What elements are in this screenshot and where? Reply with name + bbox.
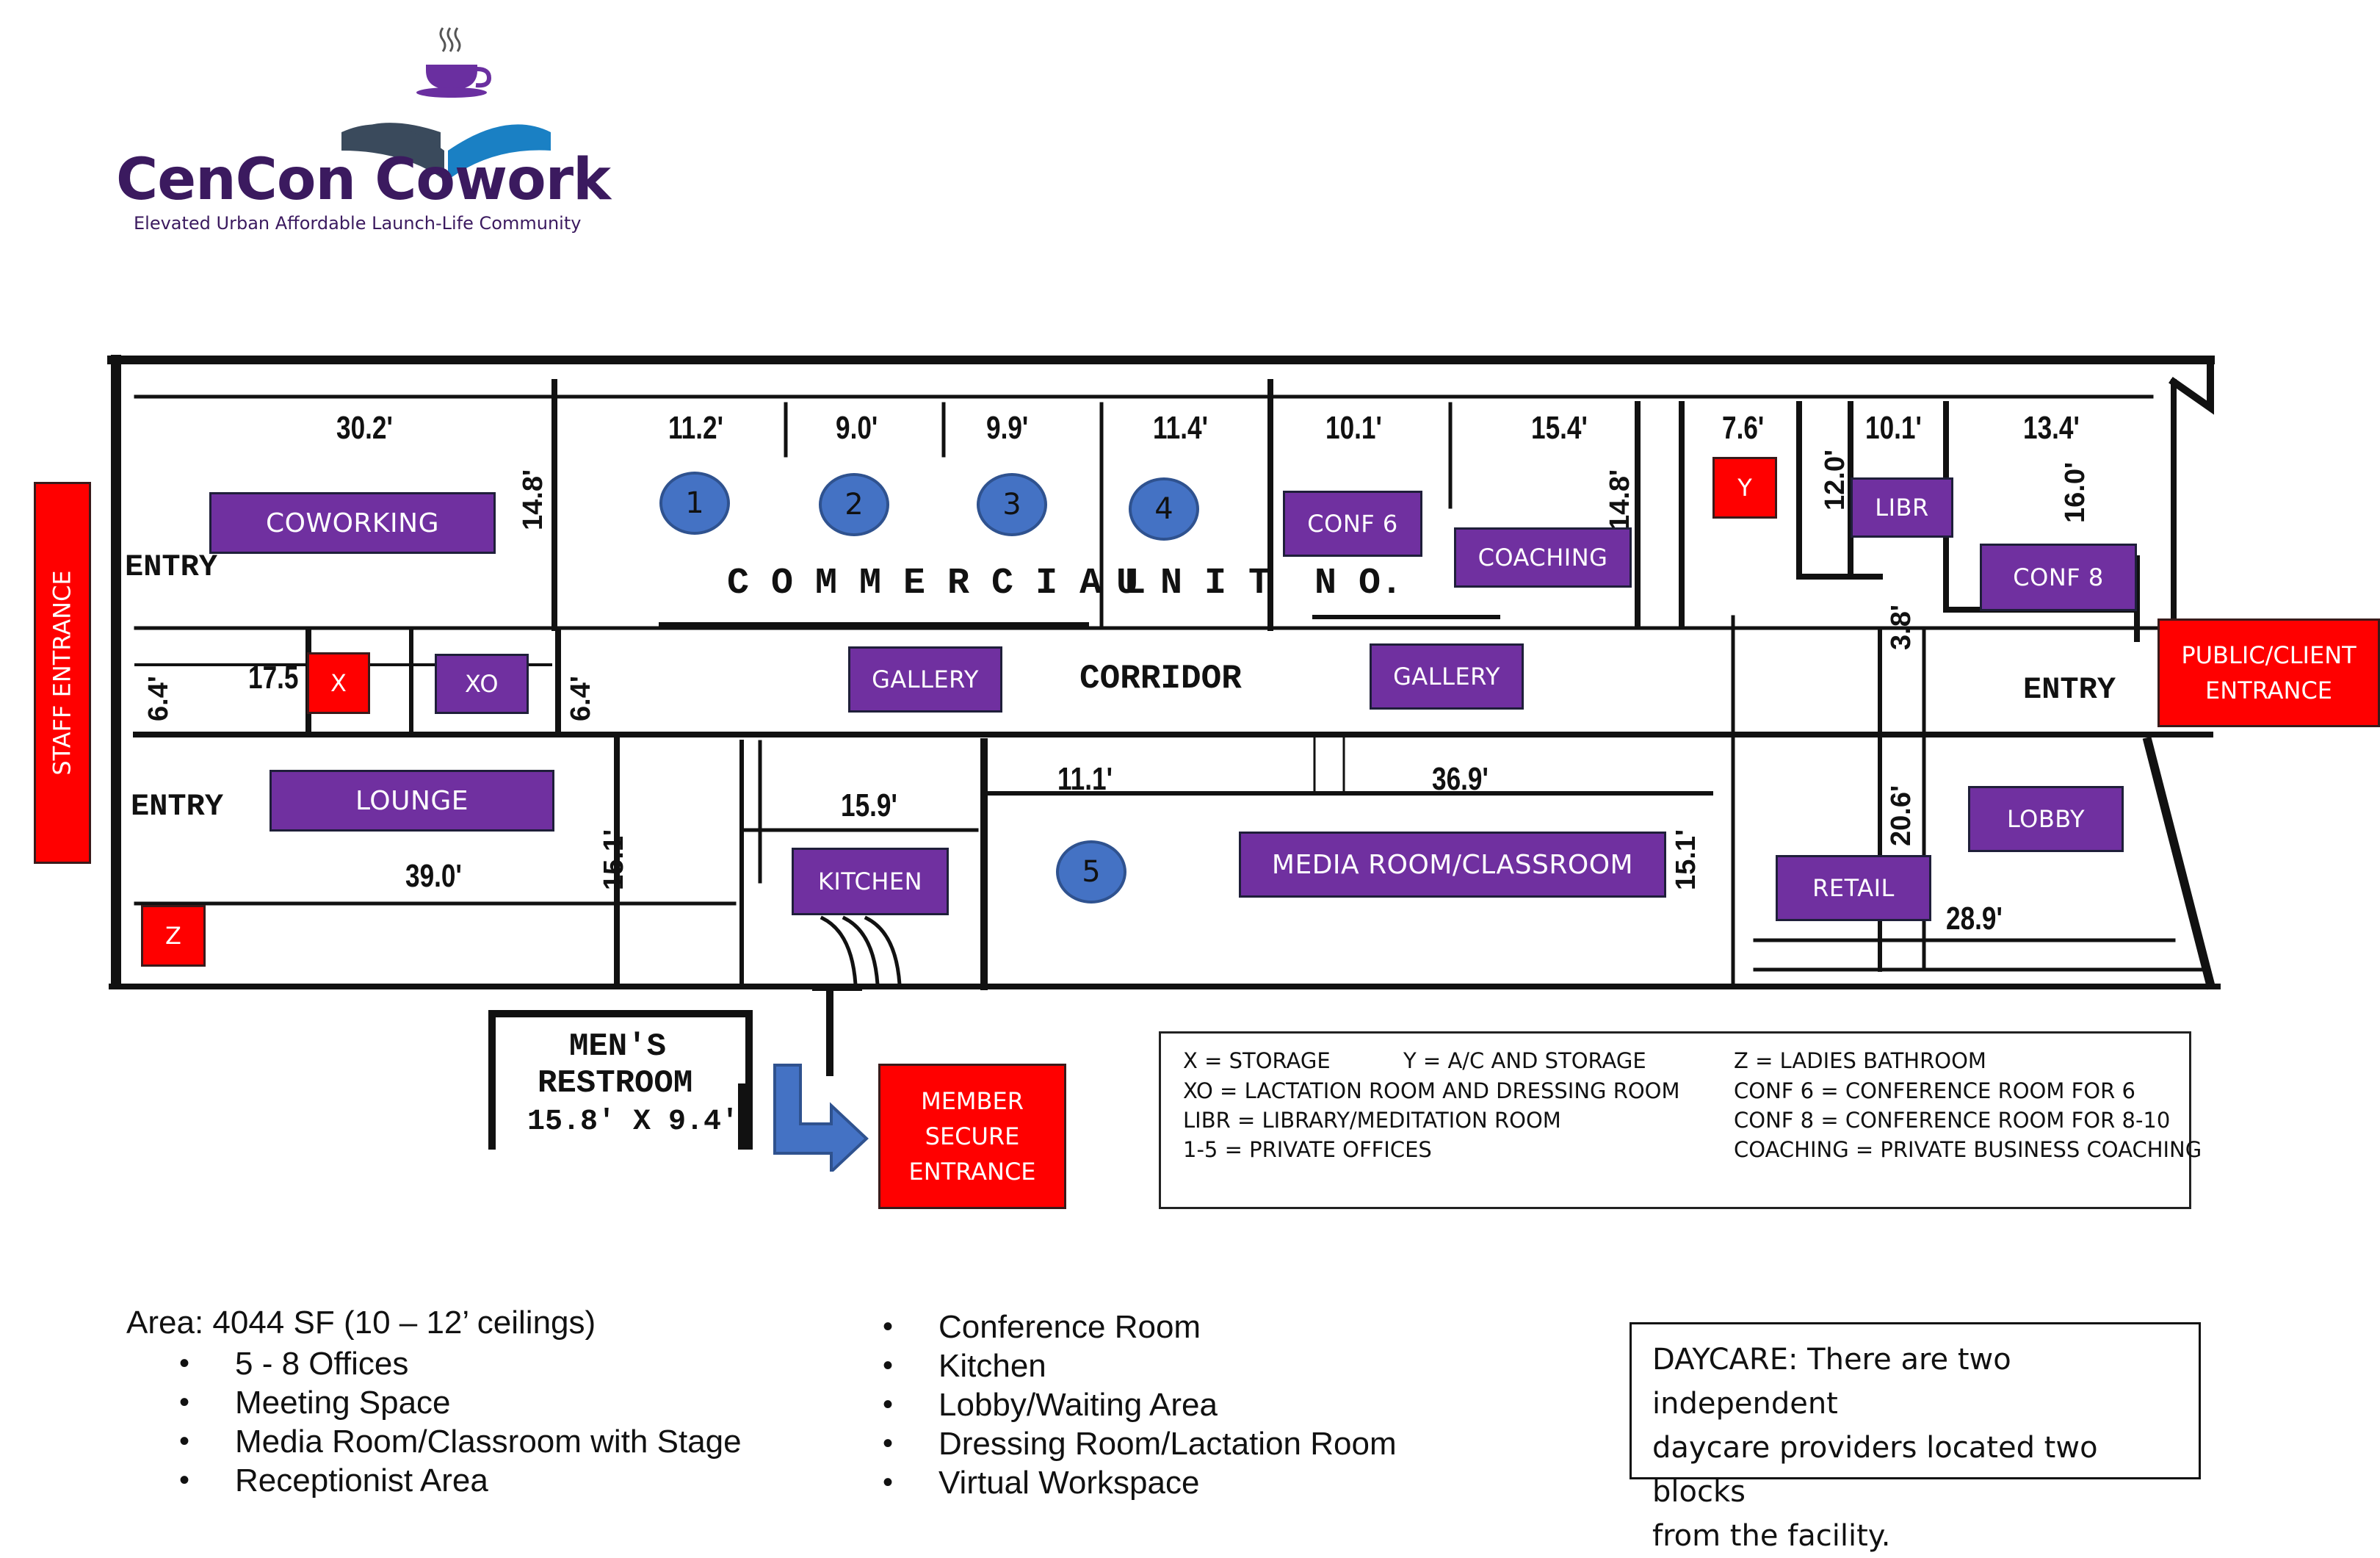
room-libr: LIBR xyxy=(1851,477,1953,538)
legend-x: X = STORAGE xyxy=(1183,1048,1331,1073)
dim-label: 14.8' xyxy=(1605,469,1635,530)
dim-label: 15.4' xyxy=(1531,410,1588,446)
public-client-entrance: PUBLIC/CLIENT ENTRANCE xyxy=(2157,618,2380,727)
office-5: 5 xyxy=(1056,840,1126,904)
dim-label: 14.8' xyxy=(518,469,549,530)
logo-name: CenCon Cowork xyxy=(116,147,611,213)
room-coaching: COACHING xyxy=(1454,527,1632,588)
logo: CenCon Cowork Elevated Urban Affordable … xyxy=(110,22,611,242)
commercial-label: C O M M E R C I A L xyxy=(727,563,1146,605)
list-item: Receptionist Area xyxy=(126,1461,742,1500)
office-1: 1 xyxy=(659,472,730,535)
member-secure-entrance: MEMBER SECURE ENTRANCE xyxy=(878,1064,1066,1209)
dim-label: 39.0' xyxy=(405,858,462,894)
legend-z: Z = LADIES BATHROOM xyxy=(1734,1048,1986,1073)
feature-list-right: Conference Room Kitchen Lobby/Waiting Ar… xyxy=(830,1308,1397,1502)
office-3: 3 xyxy=(977,473,1047,536)
floor-plan xyxy=(107,355,2221,1150)
corridor-label: CORRIDOR xyxy=(1079,660,1242,698)
entry-label: ENTRY xyxy=(131,789,224,824)
dim-label: 15.9' xyxy=(841,787,897,823)
dim-label: 20.6' xyxy=(1886,785,1917,846)
restroom-dim-label: 15.8' X 9.4' xyxy=(527,1106,739,1139)
dim-label: 16.0' xyxy=(2060,462,2091,523)
office-2: 2 xyxy=(819,473,889,536)
room-media-classroom: MEDIA ROOM/CLASSROOM xyxy=(1239,832,1666,898)
legend-y: Y = A/C AND STORAGE xyxy=(1403,1048,1646,1073)
legend-conf8: CONF 8 = CONFERENCE ROOM FOR 8-10 xyxy=(1734,1108,2171,1133)
daycare-line: daycare providers located two blocks xyxy=(1652,1431,2098,1509)
member-entrance-line: MEMBER xyxy=(921,1087,1024,1115)
dim-label: 11.4' xyxy=(1153,410,1208,446)
staff-entrance: STAFF ENTRANCE xyxy=(34,482,91,864)
list-item: Lobby/Waiting Area xyxy=(830,1385,1397,1424)
dim-label: 15.1' xyxy=(598,829,629,890)
list-item: Media Room/Classroom with Stage xyxy=(126,1422,742,1461)
logo-wings-icon xyxy=(341,27,551,180)
logo-tagline: Elevated Urban Affordable Launch-Life Co… xyxy=(134,213,582,234)
legend-coaching: COACHING = PRIVATE BUSINESS COACHING xyxy=(1734,1137,2202,1162)
arrow-right-icon xyxy=(773,1064,869,1172)
dim-label: 6.4' xyxy=(143,676,174,721)
room-conf6: CONF 6 xyxy=(1283,491,1422,557)
entry-label: ENTRY xyxy=(125,549,218,585)
public-entrance-line: ENTRANCE xyxy=(2204,677,2333,704)
unit-label: U N I T xyxy=(1116,563,1271,605)
dim-label: 12.0' xyxy=(1820,450,1851,511)
list-item: Dressing Room/Lactation Room xyxy=(830,1424,1397,1463)
dim-label: 30.2' xyxy=(336,410,393,446)
list-item: Meeting Space xyxy=(126,1383,742,1422)
legend-xo: XO = LACTATION ROOM AND DRESSING ROOM xyxy=(1183,1078,1680,1103)
legend-offices: 1-5 = PRIVATE OFFICES xyxy=(1183,1137,1432,1162)
public-entrance-line: PUBLIC/CLIENT xyxy=(2181,641,2357,669)
legend-conf6: CONF 6 = CONFERENCE ROOM FOR 6 xyxy=(1734,1078,2135,1103)
dim-label: 9.0' xyxy=(836,410,878,446)
dim-label: 28.9' xyxy=(1946,901,2003,937)
dim-label: 15.1' xyxy=(1671,829,1701,890)
room-lobby: LOBBY xyxy=(1968,786,2124,852)
list-item: Kitchen xyxy=(830,1346,1397,1385)
dim-label: 10.1' xyxy=(1325,410,1382,446)
utility-storage-x: X xyxy=(307,652,370,714)
dim-label: 13.4' xyxy=(2023,410,2080,446)
area-summary: Area: 4044 SF (10 – 12’ ceilings) xyxy=(126,1305,596,1341)
number-label: N O. xyxy=(1314,563,1403,605)
room-kitchen: KITCHEN xyxy=(792,848,949,915)
legend: X = STORAGE Y = A/C AND STORAGE Z = LADI… xyxy=(1159,1031,2202,1209)
member-entrance-line: ENTRANCE xyxy=(908,1158,1036,1186)
list-item: 5 - 8 Offices xyxy=(126,1344,742,1383)
restroom-label: MEN'S xyxy=(569,1028,667,1065)
room-retail: RETAIL xyxy=(1776,855,1931,921)
room-coworking: COWORKING xyxy=(209,492,496,554)
staff-entrance-label: STAFF ENTRANCE xyxy=(48,570,76,776)
restroom-label: RESTROOM xyxy=(538,1065,693,1102)
dim-label: 17.5 xyxy=(248,660,299,696)
room-gallery-left: GALLERY xyxy=(848,646,1002,713)
dim-label: 3.8' xyxy=(1886,605,1917,650)
utility-ladies-bathroom-z: Z xyxy=(141,905,206,967)
utility-ac-storage-y: Y xyxy=(1712,457,1777,519)
list-item: Virtual Workspace xyxy=(830,1463,1397,1502)
feature-list-left: 5 - 8 Offices Meeting Space Media Room/C… xyxy=(126,1344,742,1500)
daycare-line: DAYCARE: There are two independent xyxy=(1652,1343,2011,1421)
daycare-note: DAYCARE: There are two independent dayca… xyxy=(1630,1322,2201,1553)
legend-libr: LIBR = LIBRARY/MEDITATION ROOM xyxy=(1183,1108,1561,1133)
office-4: 4 xyxy=(1129,477,1199,541)
dim-label: 11.2' xyxy=(668,410,723,446)
entry-label: ENTRY xyxy=(2023,672,2116,707)
dim-label: 7.6' xyxy=(1722,410,1765,446)
dim-label: 6.4' xyxy=(565,676,596,721)
daycare-line: from the facility. xyxy=(1652,1519,1891,1553)
room-xo: XO xyxy=(435,654,529,714)
list-item: Conference Room xyxy=(830,1308,1397,1346)
room-conf8: CONF 8 xyxy=(1980,544,2137,611)
dim-label: 11.1' xyxy=(1057,761,1113,797)
dim-label: 36.9' xyxy=(1432,761,1489,797)
dim-label: 9.9' xyxy=(986,410,1029,446)
room-gallery-right: GALLERY xyxy=(1370,643,1524,710)
member-entrance-line: SECURE xyxy=(925,1122,1020,1150)
dim-label: 10.1' xyxy=(1865,410,1922,446)
room-lounge: LOUNGE xyxy=(270,770,554,832)
